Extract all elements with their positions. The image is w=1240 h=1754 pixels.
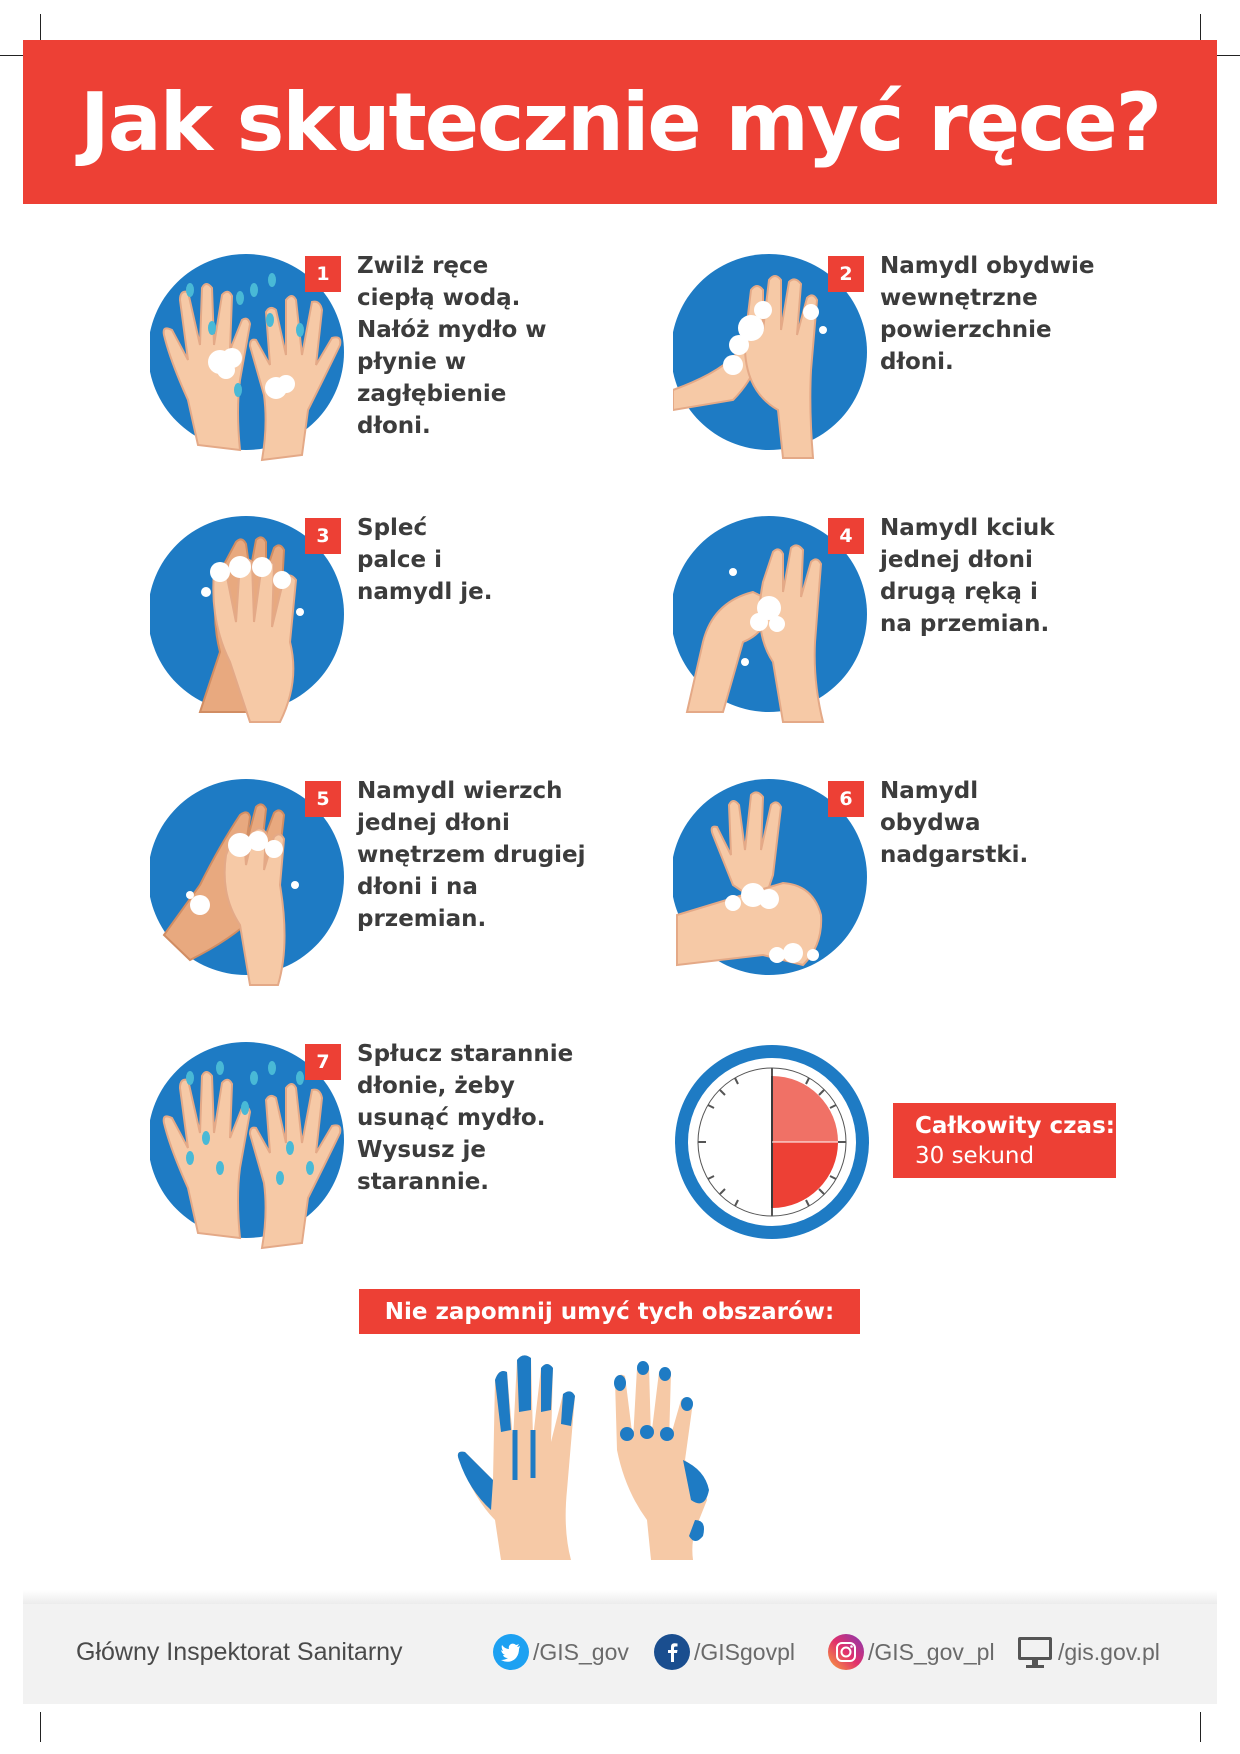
hand-areas-icon xyxy=(455,1350,755,1570)
title-banner: Jak skutecznie myć ręce? xyxy=(23,40,1217,204)
crop-mark xyxy=(1210,55,1240,56)
crop-mark xyxy=(1200,1712,1201,1742)
twitter-icon xyxy=(493,1634,529,1670)
step-number: 7 xyxy=(305,1044,341,1080)
step-number: 6 xyxy=(828,781,864,817)
wet-hands-icon xyxy=(148,250,350,470)
rinse-hands-icon xyxy=(148,1038,350,1258)
back-of-hand-icon xyxy=(148,775,350,995)
lather-palms-icon xyxy=(671,250,873,470)
step-1: 1 Zwilż ręce ciepłą wodą. Nałóż mydło w … xyxy=(148,250,670,470)
instagram-handle: /GIS_gov_pl xyxy=(868,1638,995,1665)
step-text: Namydl kciuk jednej dłoni drugą ręką i n… xyxy=(880,515,1055,637)
step-text: Spłucz starannie dłonie, żeby usunąć myd… xyxy=(357,1041,574,1195)
website-url: /gis.gov.pl xyxy=(1058,1638,1160,1665)
twitter-handle: /GIS_gov xyxy=(533,1638,629,1665)
total-time-label: Całkowity czas: xyxy=(915,1113,1115,1139)
wrist-wash-icon xyxy=(671,775,873,995)
footer: Główny Inspektorat Sanitarny /GIS_gov /G… xyxy=(23,1604,1217,1704)
twitter-link[interactable]: /GIS_gov xyxy=(493,1634,629,1670)
step-number: 1 xyxy=(305,256,341,292)
monitor-icon xyxy=(1018,1637,1052,1668)
facebook-icon xyxy=(654,1634,690,1670)
step-text: Namydl obydwa nadgarstki. xyxy=(880,778,1029,868)
crop-mark xyxy=(40,14,41,44)
total-time-value: 30 sekund xyxy=(915,1143,1035,1169)
thumb-wash-icon xyxy=(671,512,873,732)
step-4: 4 Namydl kciuk jednej dłoni drugą ręką i… xyxy=(671,512,1193,732)
step-3: 3 Spleć palce i namydl je. xyxy=(148,512,670,732)
step-7: 7 Spłucz starannie dłonie, żeby usunąć m… xyxy=(148,1038,670,1258)
step-text: Zwilż ręce ciepłą wodą. Nałóż mydło w pł… xyxy=(357,253,547,439)
step-text: Namydl obydwie wewnętrzne powierzchnie d… xyxy=(880,253,1095,375)
step-text: Spleć palce i namydl je. xyxy=(357,515,493,605)
step-number: 4 xyxy=(828,518,864,554)
page-title: Jak skutecznie myć ręce? xyxy=(79,75,1162,169)
organization-name: Główny Inspektorat Sanitarny xyxy=(76,1638,403,1666)
step-number: 3 xyxy=(305,518,341,554)
step-number: 5 xyxy=(305,781,341,817)
total-time-box: Całkowity czas: 30 sekund xyxy=(893,1103,1116,1178)
crop-mark xyxy=(1200,14,1201,44)
step-5: 5 Namydl wierzch jednej dłoni wnętrzem d… xyxy=(148,775,670,995)
step-2: 2 Namydl obydwie wewnętrzne powierzchnie… xyxy=(671,250,1193,470)
remember-banner: Nie zapomnij umyć tych obszarów: xyxy=(359,1289,860,1334)
crop-mark xyxy=(40,1712,41,1742)
timer-icon xyxy=(672,1042,872,1242)
instagram-link[interactable]: /GIS_gov_pl xyxy=(828,1634,995,1670)
facebook-handle: /GISgovpl xyxy=(694,1638,795,1665)
interlace-fingers-icon xyxy=(148,512,350,732)
footer-shadow xyxy=(23,1590,1217,1604)
website-link[interactable]: /gis.gov.pl xyxy=(1016,1634,1160,1670)
instagram-icon xyxy=(828,1634,864,1670)
step-text: Namydl wierzch jednej dłoni wnętrzem dru… xyxy=(357,778,586,932)
crop-mark xyxy=(0,55,30,56)
facebook-link[interactable]: /GISgovpl xyxy=(654,1634,795,1670)
step-6: 6 Namydl obydwa nadgarstki. xyxy=(671,775,1193,995)
step-number: 2 xyxy=(828,256,864,292)
